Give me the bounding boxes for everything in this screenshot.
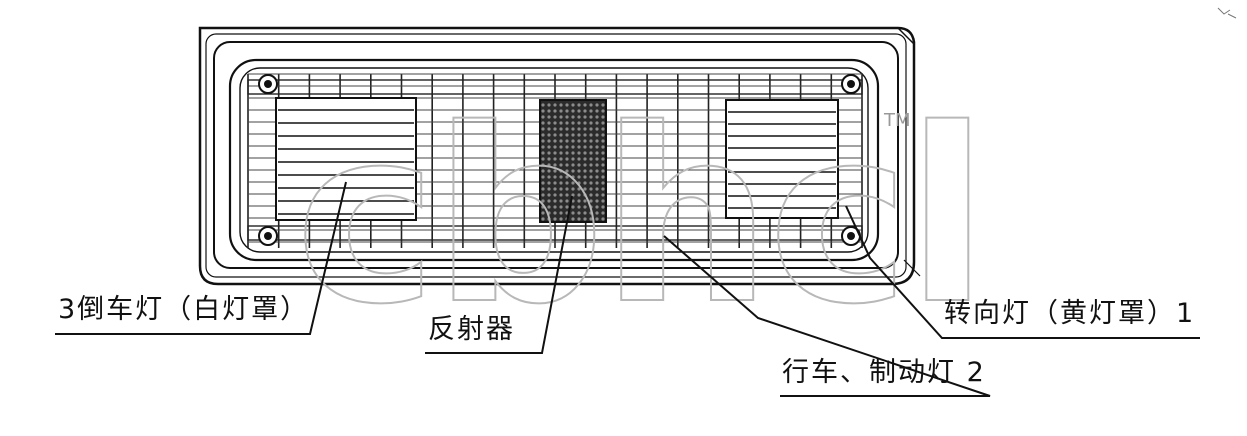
- corner-mark: [1217, 7, 1237, 19]
- leader-reversing-light: [55, 181, 347, 335]
- label-turn-signal: 转向灯（黄灯罩）1: [944, 298, 1195, 329]
- leader-reflector: [425, 195, 573, 354]
- leader-lines: [55, 181, 1200, 397]
- reversing-light-window: [275, 97, 417, 221]
- watermark: cbhcl TM: [294, 76, 989, 358]
- turn-signal-window: [725, 99, 839, 219]
- corner-screw-top-left: [258, 74, 278, 94]
- label-reversing-light: 3倒车灯（白灯罩）: [58, 294, 309, 325]
- leader-turn-signal: [845, 205, 1200, 339]
- lens-frame: [228, 58, 880, 262]
- grid-band: [247, 79, 863, 95]
- corner-screw-bottom-left: [258, 226, 278, 246]
- leader-running-brake-light: [663, 235, 991, 397]
- grid-band: [247, 225, 863, 241]
- watermark-text: cbhcl: [295, 77, 984, 357]
- watermark-trademark: TM: [883, 110, 911, 131]
- reflector-element: [539, 99, 607, 223]
- label-reflector: 反射器: [428, 314, 515, 345]
- label-running-brake-light: 行车、制动灯 2: [782, 357, 986, 388]
- corner-screw-top-right: [841, 74, 861, 94]
